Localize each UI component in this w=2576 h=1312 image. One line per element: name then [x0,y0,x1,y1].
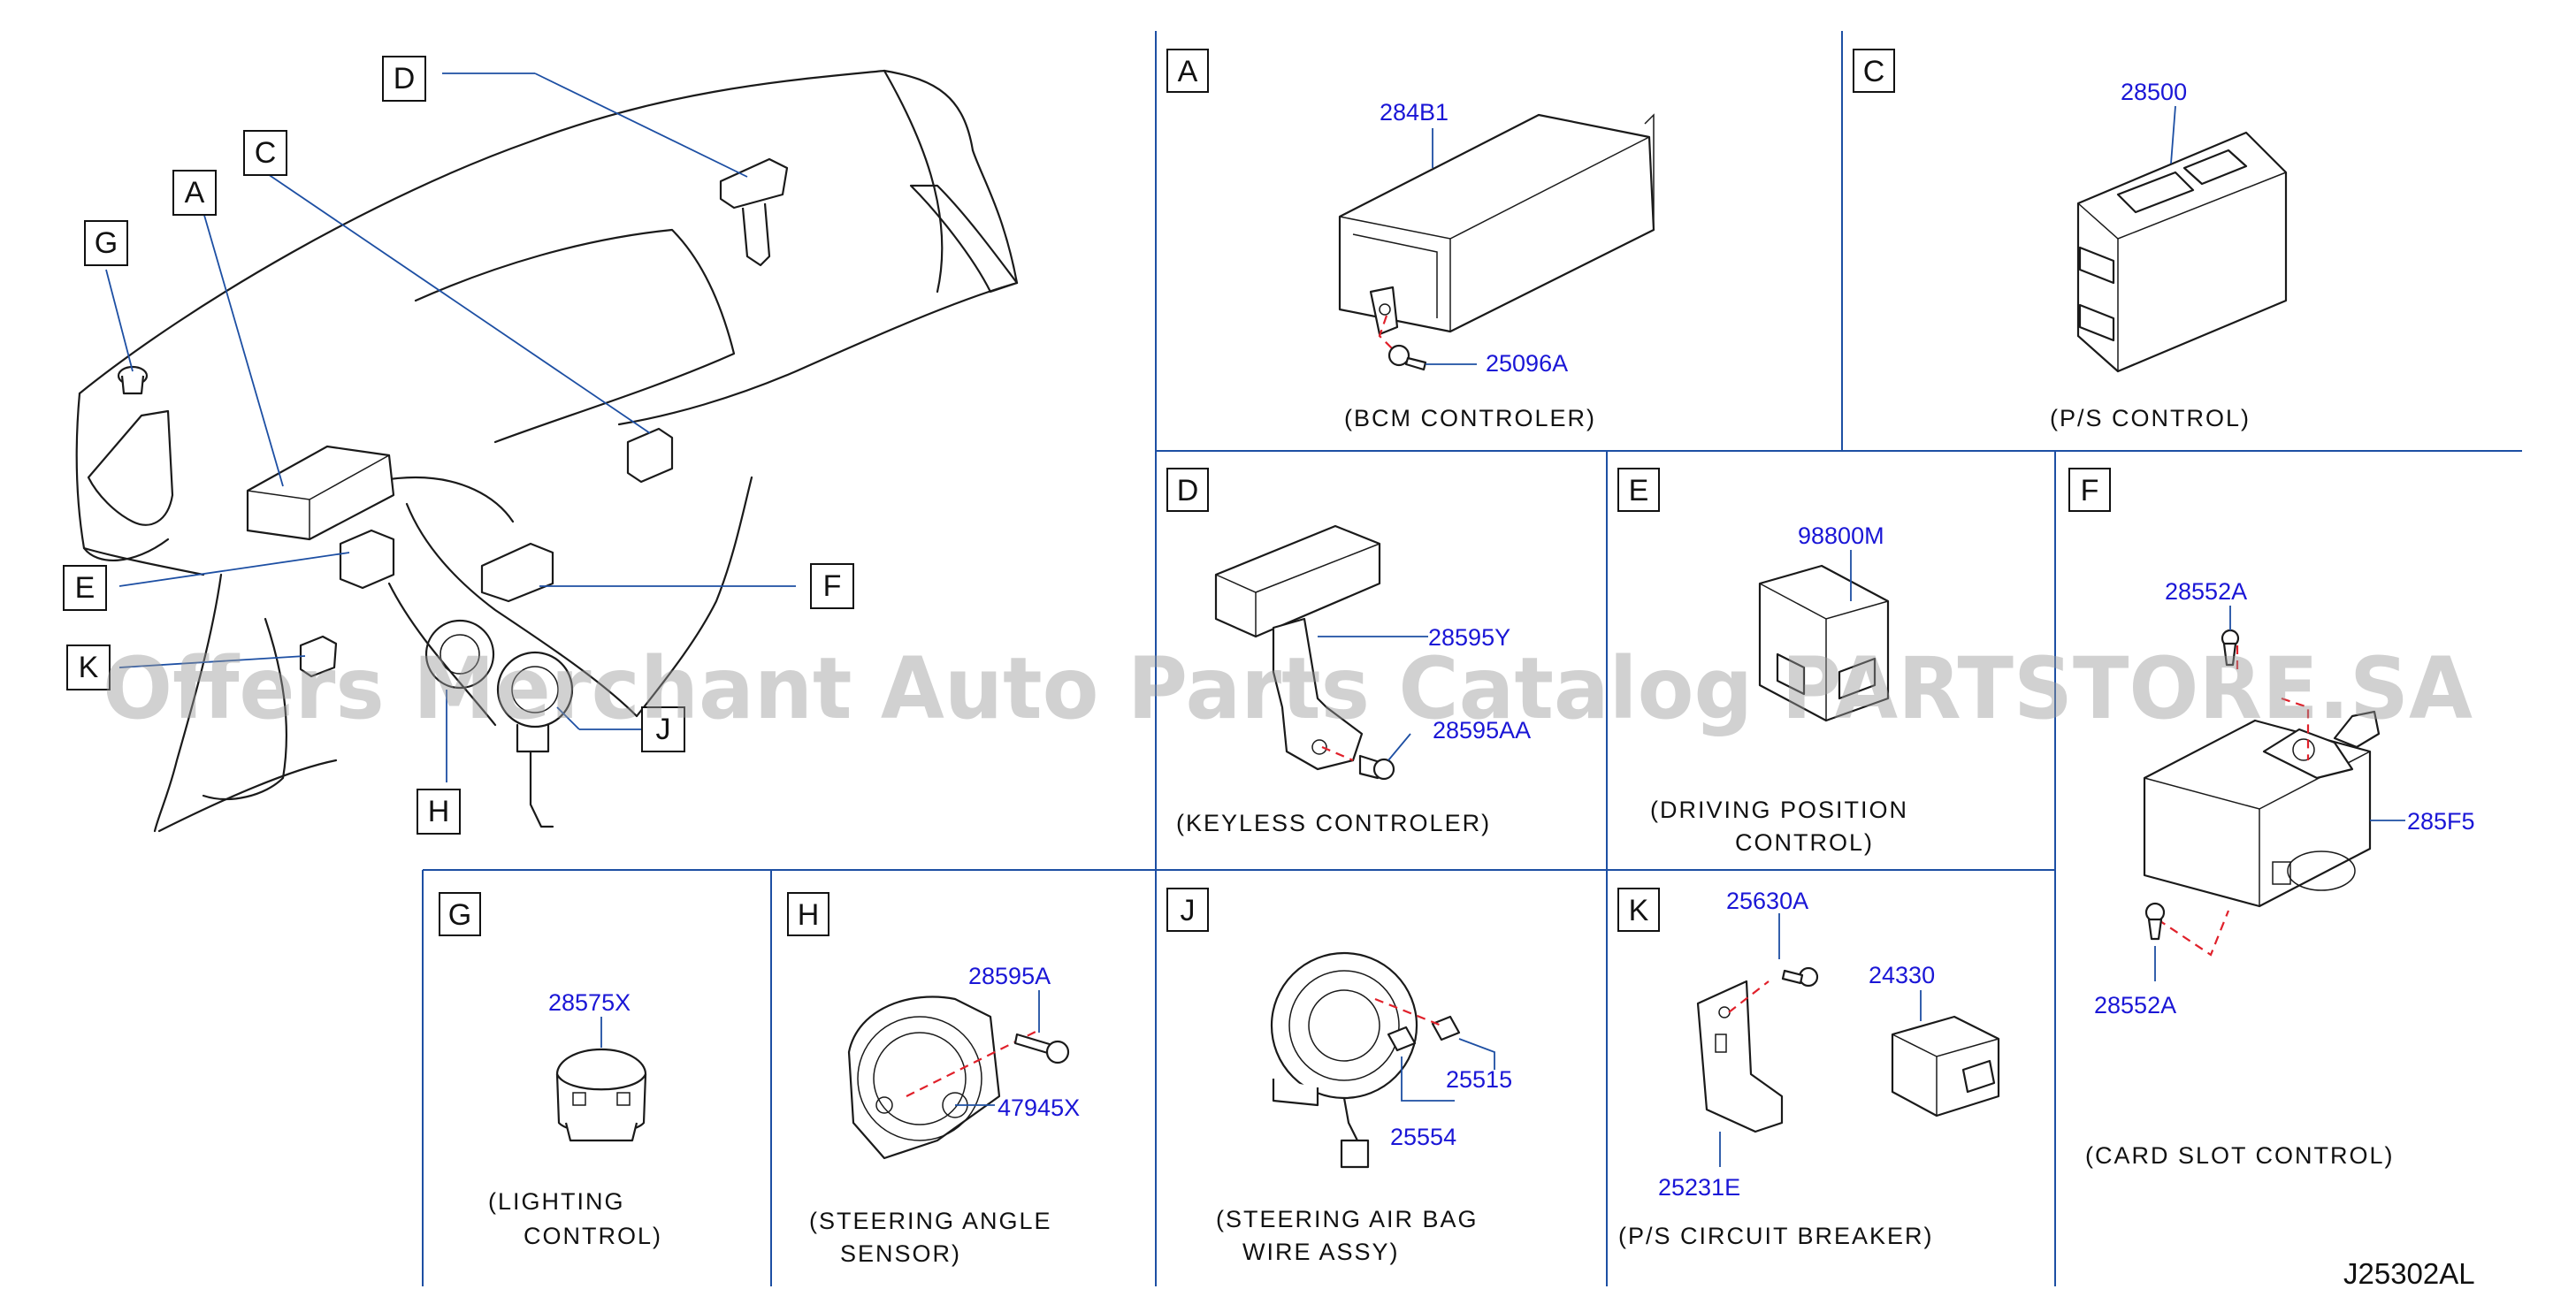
screw-28595aa [1358,754,1395,781]
part-number: 28575X [548,989,631,1016]
section-caption: (STEERING AIR BAG [1216,1206,1479,1232]
part-number: 25630A [1726,888,1808,914]
section-e: E 98800M (DRIVING POSITION CONTROL) [1617,468,1908,856]
section-f: F 28552A 285F5 28552A (CARD SLOT CON [2068,468,2475,1169]
section-caption: (STEERING ANGLE [809,1208,1052,1234]
air-bag-wire-spiral-illustration [1270,951,1461,1169]
section-caption: (DRIVING POSITION [1650,797,1908,823]
part-number: 25554 [1390,1124,1456,1150]
relay-24330-illustration [1891,1015,2000,1117]
section-j: J 25515 25554 (STEERING AIR BAG WIRE ASS… [1166,888,1512,1265]
diagram-code: J25302AL [2343,1257,2475,1290]
section-c: C 28500 (P/S CONTROL) [1853,49,2288,431]
screw-28552a-top [2221,629,2240,667]
section-caption: CONTROL) [524,1223,662,1249]
screw-28552a-bottom [2144,902,2166,941]
callout-letter: A [185,176,205,210]
callout-K: K [66,645,111,690]
section-letter: J [1181,894,1196,927]
section-caption: (P/S CIRCUIT BREAKER) [1618,1223,1934,1249]
part-number: 25515 [1446,1066,1512,1093]
part-number: 28500 [2121,79,2187,105]
callout-letter: G [95,226,118,260]
section-letter: G [448,898,471,932]
section-h: H 28595A 47945X (STEERING ANGLE SENSOR) [787,892,1080,1267]
section-frame [422,31,2522,1286]
callout-A: A [172,170,217,216]
part-number: 28552A [2165,578,2247,605]
callout-letter: H [428,795,450,828]
section-caption: SENSOR) [840,1240,961,1267]
callout-J: J [641,706,685,752]
part-number: 25096A [1486,350,1568,377]
callout-letter: C [255,136,277,170]
callout-G: G [84,220,128,266]
section-caption: (P/S CONTROL) [2050,405,2251,431]
section-g: G 28575X (LIGHTING CONTROL) [439,892,662,1249]
section-caption: WIRE ASSY) [1242,1239,1400,1265]
section-caption: (CARD SLOT CONTROL) [2085,1142,2395,1169]
watermark: Offers Merchant Auto Parts Catalog PARTS… [103,639,2473,738]
part-number: 28595AA [1433,717,1531,744]
driving-position-control-illustration [1758,564,1890,722]
overview-callouts: D C A G E F K J [63,56,854,835]
part-number: 284B1 [1380,99,1449,126]
callout-letter: E [75,571,96,605]
part-number: 25231E [1658,1174,1740,1201]
section-a: A 284B1 25096A (BCM CONTROLER) [1166,49,1655,431]
part-number: 28595A [968,963,1051,989]
overview-leaders [105,72,796,782]
part-number: 24330 [1869,962,1935,988]
callout-letter: F [823,569,842,603]
callout-letter: J [656,713,671,746]
callout-letter: D [394,62,416,95]
part-number: 285F5 [2407,808,2475,835]
section-caption: (LIGHTING [488,1188,625,1215]
section-letter: D [1177,474,1199,507]
dashboard-overview [75,69,1019,833]
section-d: D 28595Y 28595AA (KEYLESS CONTROLER) [1166,468,1531,836]
lighting-control-sensor-illustration [555,1048,647,1142]
section-letter: H [798,898,820,932]
keyless-controller-illustration [1214,524,1381,771]
callout-letter: K [79,651,99,684]
section-k: K 25630A 24330 25231E (P/S CIRCUIT BREAK… [1617,888,2000,1249]
screw-28595a [1013,1033,1070,1064]
section-letter: F [2081,474,2099,507]
callout-H: H [417,789,461,835]
section-caption: (KEYLESS CONTROLER) [1176,810,1491,836]
screw-25630a [1781,966,1819,988]
screw-25096a [1387,344,1427,371]
part-number: 28552A [2094,992,2176,1018]
section-caption: (BCM CONTROLER) [1344,405,1596,431]
card-slot-control-illustration [2143,710,2381,908]
steering-angle-sensor-illustration [847,995,1001,1160]
bcm-controller-illustration [1338,113,1655,336]
callout-F: F [810,563,854,609]
section-letter: E [1629,474,1649,507]
circuit-breaker-bracket-illustration [1696,980,1784,1133]
part-number: 47945X [998,1095,1080,1121]
callout-E: E [63,565,107,611]
section-letter: C [1863,55,1885,88]
callout-D: D [382,56,426,102]
part-number: 28595Y [1428,624,1510,651]
part-number: 98800M [1798,523,1884,549]
callout-C: C [243,130,287,176]
section-letter: K [1629,894,1649,927]
section-letter: A [1178,55,1198,88]
section-caption: CONTROL) [1735,829,1874,856]
ps-control-illustration [2076,131,2288,373]
